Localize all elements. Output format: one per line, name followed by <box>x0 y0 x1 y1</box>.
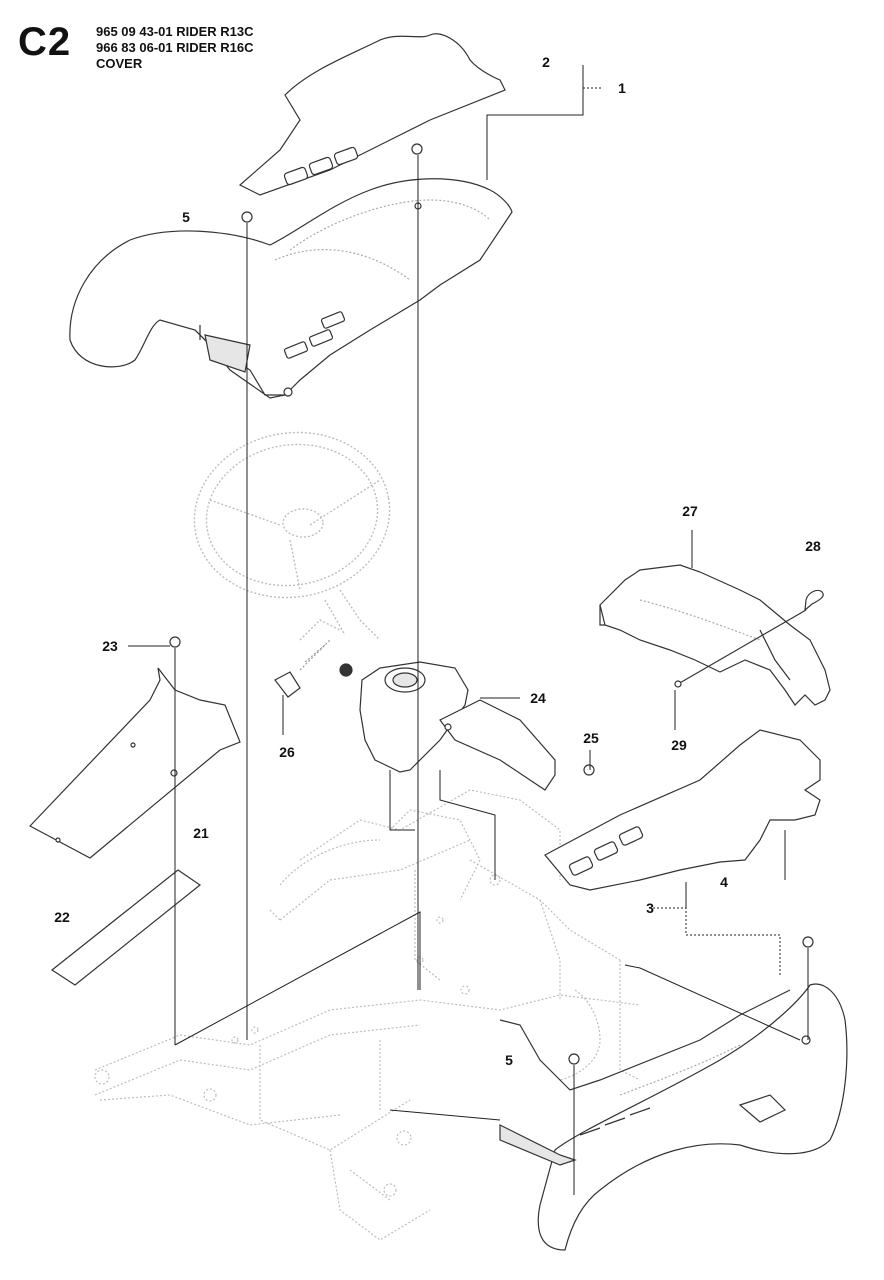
callout-27: 27 <box>682 503 698 519</box>
section-title: COVER <box>96 56 143 71</box>
callout-1: 1 <box>618 80 626 96</box>
part-3-lower-cover <box>499 983 848 1251</box>
callout-5-lower: 5 <box>505 1052 513 1068</box>
callout-23: 23 <box>102 638 118 654</box>
callout-5-upper: 5 <box>182 209 190 225</box>
callout-21: 21 <box>193 825 209 841</box>
header-text-block: 965 09 43-01 RIDER R13C 966 83 06-01 RID… <box>96 24 254 72</box>
callout-24: 24 <box>530 690 546 706</box>
model-line-2: 966 83 06-01 RIDER R16C <box>96 40 254 55</box>
callout-29: 29 <box>671 737 687 753</box>
part-2-floor-mat <box>238 33 506 196</box>
model-line-1: 965 09 43-01 RIDER R13C <box>96 24 254 39</box>
part-26-knob <box>274 639 331 698</box>
callout-3: 3 <box>646 900 654 916</box>
leader-lines <box>128 65 809 1195</box>
callout-2: 2 <box>542 54 550 70</box>
part-24-console <box>339 661 556 791</box>
sheet-code: C2 <box>18 20 72 64</box>
screws <box>169 143 814 1065</box>
callout-22: 22 <box>54 909 70 925</box>
part-28-ring <box>677 589 824 685</box>
part-27-rear-cover <box>599 564 831 706</box>
steering-wheel-reference <box>193 431 391 641</box>
part-1-body-cover <box>69 178 513 399</box>
callout-labels: 2 1 3 4 5 5 21 22 23 24 25 26 27 28 29 <box>54 54 821 1068</box>
callout-28: 28 <box>805 538 821 554</box>
callout-26: 26 <box>279 744 295 760</box>
callout-4: 4 <box>720 874 728 890</box>
part-22-strip <box>50 869 202 986</box>
callout-25: 25 <box>583 730 599 746</box>
part-4-floor-mat <box>544 729 821 891</box>
